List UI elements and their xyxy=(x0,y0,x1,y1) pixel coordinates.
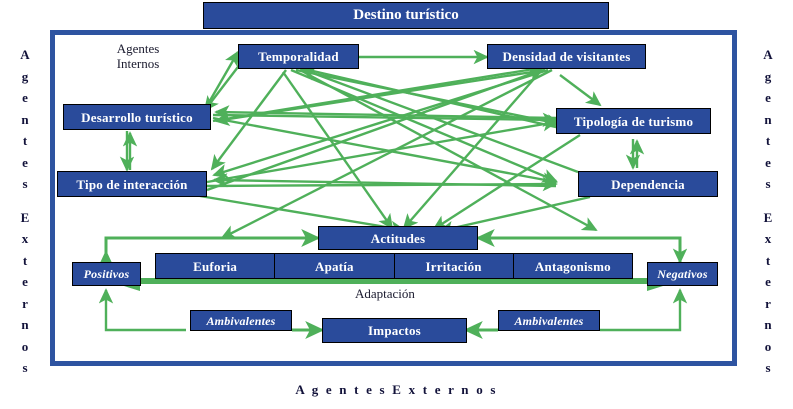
right-axis-char: g xyxy=(764,68,772,84)
right-axis-char: n xyxy=(764,111,772,127)
left-axis-char: n xyxy=(21,111,29,127)
right-axis-char: t xyxy=(765,252,771,268)
scale-step-irritacion[interactable]: Irritación xyxy=(393,253,513,279)
diagram-title: Destino turístico xyxy=(203,2,609,29)
right-axis-char: A xyxy=(763,47,773,62)
right-axis-char: s xyxy=(765,360,771,375)
right-axis-char: t xyxy=(765,133,771,148)
scale-step-euforia[interactable]: Euforia xyxy=(155,253,275,279)
node-desarrollo-turistico[interactable]: Desarrollo turístico xyxy=(63,104,211,130)
system-boundary-frame xyxy=(50,30,737,366)
internal-agents-label: Agentes Internos xyxy=(93,41,183,72)
right-axis-char: e xyxy=(765,90,771,105)
node-positivos[interactable]: Positivos xyxy=(72,262,141,286)
node-negativos[interactable]: Negativos xyxy=(647,262,718,286)
right-axis-char: E xyxy=(763,209,773,225)
left-axis-label: A g e n t e s E x t e r n o s xyxy=(12,48,38,383)
scale-step-apatia[interactable]: Apatía xyxy=(274,253,394,279)
node-dependencia[interactable]: Dependencia xyxy=(578,171,718,197)
left-axis-char: g xyxy=(21,68,29,84)
left-axis-char: e xyxy=(22,274,28,289)
left-axis-char: s xyxy=(22,176,28,191)
right-axis-char: r xyxy=(765,295,771,311)
internal-agents-line-2: Internos xyxy=(116,55,160,71)
left-axis-char: r xyxy=(22,295,28,311)
left-axis-char: o xyxy=(21,338,29,354)
left-axis-char: s xyxy=(22,360,28,375)
node-tipologia-turismo[interactable]: Tipología de turismo xyxy=(556,108,711,134)
node-ambivalentes-right[interactable]: Ambivalentes xyxy=(498,310,600,331)
node-tipo-interaccion[interactable]: Tipo de interacción xyxy=(57,171,207,197)
left-axis-char: t xyxy=(22,133,28,148)
node-densidad-visitantes[interactable]: Densidad de visitantes xyxy=(487,44,646,69)
bottom-axis-label: A g e n t e s E x t e r n o s xyxy=(295,382,498,397)
right-axis-char: e xyxy=(765,154,771,170)
left-axis-char: e xyxy=(22,154,28,170)
left-axis-char: n xyxy=(21,317,29,332)
scale-step-antagonismo[interactable]: Antagonismo xyxy=(512,253,633,279)
right-axis-char: n xyxy=(764,317,772,332)
right-axis-char: x xyxy=(764,231,772,246)
adaptation-label: Adaptación xyxy=(355,286,415,301)
node-temporalidad[interactable]: Temporalidad xyxy=(238,44,359,69)
right-axis-label: A g e n t e s E x t e r n o s xyxy=(755,48,781,383)
right-axis-char: e xyxy=(765,274,771,289)
left-axis-char: e xyxy=(22,90,28,105)
right-axis-char: o xyxy=(764,338,772,354)
right-axis-gap xyxy=(755,199,781,211)
internal-agents-line-1: Agentes xyxy=(116,41,160,56)
left-axis-char: A xyxy=(20,47,30,62)
node-ambivalentes-left[interactable]: Ambivalentes xyxy=(190,310,292,331)
left-axis-gap xyxy=(12,199,38,211)
node-actitudes[interactable]: Actitudes xyxy=(318,226,478,250)
attitude-scale: Euforia Apatía Irritación Antagonismo xyxy=(155,253,633,279)
node-impactos[interactable]: Impactos xyxy=(322,318,467,343)
left-axis-char: t xyxy=(22,252,28,268)
left-axis-char: E xyxy=(20,209,30,225)
right-axis-char: s xyxy=(765,176,771,191)
left-axis-char: x xyxy=(21,231,29,246)
